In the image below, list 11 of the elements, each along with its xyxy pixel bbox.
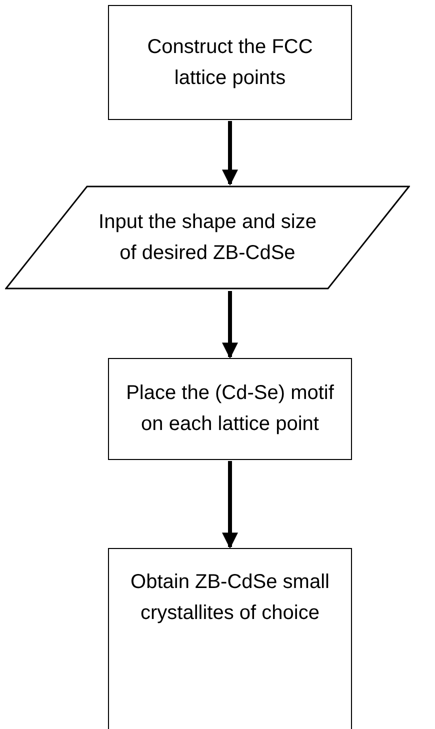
arrow bbox=[222, 291, 238, 359]
process-box bbox=[108, 358, 352, 460]
box-text: Input the shape and size of desired ZB-CdSe bbox=[98, 210, 318, 266]
input-parallelogram bbox=[5, 185, 410, 290]
process-box bbox=[108, 5, 352, 120]
process-box bbox=[108, 548, 352, 729]
arrow bbox=[222, 461, 238, 549]
arrow bbox=[222, 121, 238, 186]
box-text: Place the (Cd-Se) motif on each lattice point bbox=[125, 381, 335, 437]
box-text: Construct the FCC lattice points bbox=[146, 34, 314, 90]
box-text: Obtain ZB-CdSe small crystallites of choice bbox=[130, 570, 330, 626]
